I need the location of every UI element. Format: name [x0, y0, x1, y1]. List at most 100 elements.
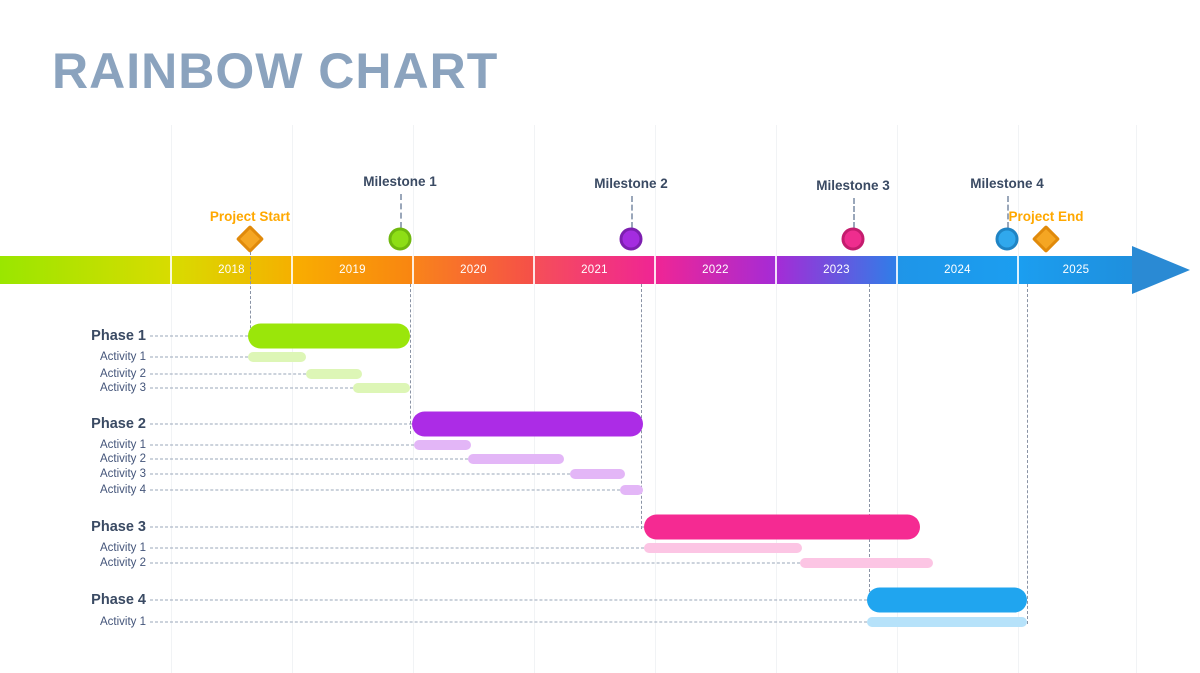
year-label-2025: 2025: [1062, 264, 1090, 276]
gridline-1: [292, 125, 293, 673]
timeline-segment-2020[interactable]: 2020: [413, 256, 534, 284]
milestone-2-circle-marker[interactable]: [619, 227, 643, 251]
leader-line-activity-2-11: [150, 562, 800, 564]
year-label-2023: 2023: [823, 264, 850, 276]
activity-bar-activity-1-13[interactable]: [867, 617, 1027, 627]
milestone-3-dropline: [869, 284, 870, 602]
project-start-diamond-marker[interactable]: [235, 224, 265, 254]
milestone-2-label: Milestone 2: [594, 176, 668, 191]
milestone-1-dropline: [410, 284, 411, 434]
timeline-band[interactable]: 2018 2019 2020 2021 2022 2023 2024 2025: [0, 256, 1134, 284]
year-label-2024: 2024: [944, 264, 971, 276]
phase-bar-phase-2-4[interactable]: [412, 411, 643, 437]
page-title: RAINBOW CHART: [52, 43, 499, 99]
year-label-2022: 2022: [702, 264, 729, 276]
activity-bar-activity-3-7[interactable]: [570, 469, 625, 479]
project-start-label: Project Start: [209, 209, 291, 224]
activity-label-activity-3-3: Activity 3: [99, 382, 146, 394]
leader-line-phase-2-4: [150, 423, 412, 425]
activity-bar-activity-4-8[interactable]: [620, 485, 643, 495]
phase-label-phase-2-4: Phase 2: [91, 416, 146, 432]
year-label-2021: 2021: [581, 264, 608, 276]
activity-label-activity-1-13: Activity 1: [99, 616, 146, 628]
gridline-7: [1018, 125, 1019, 673]
milestone-4-stem: [1007, 196, 1009, 228]
timeline-segment-lead[interactable]: [0, 256, 171, 284]
milestone-4-circle-marker[interactable]: [995, 227, 1019, 251]
timeline-segment-2019[interactable]: 2019: [292, 256, 413, 284]
milestone-1-stem: [400, 194, 402, 228]
timeline-separator-2: [291, 256, 293, 284]
phase-bar-phase-3-9[interactable]: [644, 514, 920, 540]
leader-line-activity-3-7: [150, 473, 570, 475]
leader-line-activity-1-10: [150, 547, 644, 549]
leader-line-activity-1-13: [150, 621, 867, 623]
timeline-separator-7: [896, 256, 898, 284]
year-label-2019: 2019: [339, 264, 366, 276]
activity-bar-activity-1-1[interactable]: [248, 352, 306, 362]
timeline-segment-2024[interactable]: 2024: [897, 256, 1018, 284]
activity-bar-activity-1-10[interactable]: [644, 543, 802, 553]
activity-bar-activity-2-11[interactable]: [800, 558, 933, 568]
leader-line-phase-3-9: [150, 526, 644, 528]
activity-label-activity-1-10: Activity 1: [99, 542, 146, 554]
project-end-diamond-marker[interactable]: [1031, 224, 1061, 254]
project-end-label: Project End: [1008, 209, 1084, 224]
phase-label-phase-4-12: Phase 4: [91, 592, 146, 608]
activity-bar-activity-1-5[interactable]: [414, 440, 471, 450]
gridline-0: [171, 125, 172, 673]
leader-line-activity-2-6: [150, 458, 468, 460]
activity-label-activity-2-6: Activity 2: [99, 453, 146, 465]
leader-line-activity-4-8: [150, 489, 620, 491]
timeline-separator-6: [775, 256, 777, 284]
gridline-8: [1136, 125, 1137, 673]
milestone-3-stem: [853, 198, 855, 228]
milestone-3-circle-marker[interactable]: [841, 227, 865, 251]
leader-line-activity-2-2: [150, 373, 306, 375]
activity-label-activity-3-7: Activity 3: [99, 468, 146, 480]
timeline-segment-2018[interactable]: 2018: [171, 256, 292, 284]
timeline-segment-2025[interactable]: 2025: [1018, 256, 1134, 284]
phase-label-phase-3-9: Phase 3: [91, 519, 146, 535]
phase-bar-phase-1-0[interactable]: [248, 323, 410, 349]
timeline-segment-2023[interactable]: 2023: [776, 256, 897, 284]
activity-label-activity-4-8: Activity 4: [99, 484, 146, 496]
milestone-4-label: Milestone 4: [970, 176, 1044, 191]
project-end-dropline: [1027, 284, 1028, 624]
milestone-2-dropline: [641, 284, 642, 529]
milestone-1-circle-marker[interactable]: [388, 227, 412, 251]
phase-label-phase-1-0: Phase 1: [91, 328, 146, 344]
activity-label-activity-1-1: Activity 1: [99, 351, 146, 363]
timeline-arrow-head: [1132, 246, 1190, 294]
gridline-6: [897, 125, 898, 673]
gridline-4: [655, 125, 656, 673]
year-label-2020: 2020: [460, 264, 487, 276]
milestone-2-stem: [631, 196, 633, 228]
timeline-separator-4: [533, 256, 535, 284]
activity-label-activity-1-5: Activity 1: [99, 439, 146, 451]
activity-label-activity-2-11: Activity 2: [99, 557, 146, 569]
timeline-separator-3: [412, 256, 414, 284]
timeline-separator-5: [654, 256, 656, 284]
leader-line-phase-1-0: [150, 335, 248, 337]
milestone-1-label: Milestone 1: [363, 174, 437, 189]
timeline-segment-2021[interactable]: 2021: [534, 256, 655, 284]
project-start-dropline: [250, 252, 251, 338]
leader-line-activity-1-5: [150, 444, 414, 446]
gridline-5: [776, 125, 777, 673]
gridline-2: [413, 125, 414, 673]
leader-line-phase-4-12: [150, 599, 867, 601]
activity-bar-activity-2-6[interactable]: [468, 454, 564, 464]
timeline-separator-1: [170, 256, 172, 284]
activity-bar-activity-3-3[interactable]: [353, 383, 410, 393]
timeline-segment-2022[interactable]: 2022: [655, 256, 776, 284]
phase-bar-phase-4-12[interactable]: [867, 587, 1027, 613]
year-label-2018: 2018: [218, 264, 245, 276]
milestone-3-label: Milestone 3: [816, 178, 890, 193]
activity-label-activity-2-2: Activity 2: [99, 368, 146, 380]
activity-bar-activity-2-2[interactable]: [306, 369, 362, 379]
gridline-3: [534, 125, 535, 673]
leader-line-activity-1-1: [150, 356, 248, 358]
leader-line-activity-3-3: [150, 387, 353, 389]
